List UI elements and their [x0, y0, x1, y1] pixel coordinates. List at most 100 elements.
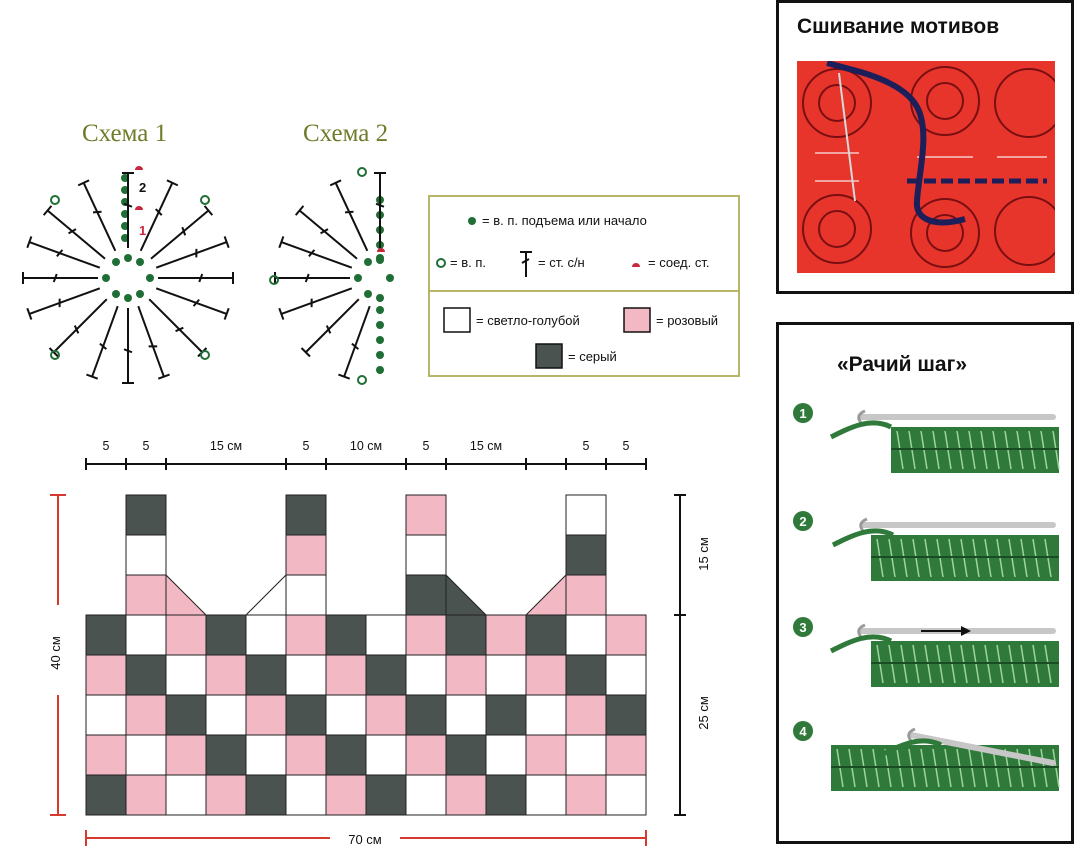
chain-dot-icon — [364, 290, 372, 298]
chart-cell — [405, 734, 447, 776]
strap-bevel — [524, 573, 567, 616]
chart-cell — [565, 614, 607, 656]
chart-cell — [325, 614, 367, 656]
chart-cell — [325, 654, 367, 696]
slip-stitch-icon — [632, 263, 640, 267]
step-badge — [793, 721, 813, 741]
chart-cell — [365, 614, 407, 656]
strap-cell — [125, 574, 167, 616]
chart-cell — [325, 774, 367, 816]
chain-dot-icon — [124, 294, 132, 302]
dimension-label-top: 15 см — [470, 440, 502, 453]
double-crochet-symbol — [122, 308, 134, 384]
step-badge — [793, 403, 813, 423]
yarn-strand — [879, 738, 943, 758]
chart-cell — [485, 734, 527, 776]
step-number: 4 — [799, 724, 807, 739]
chart-cell — [205, 694, 247, 736]
chart-cell — [205, 614, 247, 656]
chain-dot-icon — [376, 306, 384, 314]
chart-cell — [605, 774, 647, 816]
legend-box: = в. п. подъема или начало = в. п. = ст.… — [428, 195, 740, 377]
swatch-gray — [535, 343, 563, 369]
chart-cell — [165, 614, 207, 656]
chain-dot-icon — [136, 258, 144, 266]
chart-cell — [525, 774, 567, 816]
slip-stitch-icon — [135, 206, 143, 210]
double-crochet-symbol — [274, 272, 350, 284]
hook-tip — [859, 517, 868, 532]
chart-cell — [485, 774, 527, 816]
double-crochet-symbol — [329, 179, 369, 252]
dimension-label-top: 5 — [103, 440, 110, 453]
chart-cell — [525, 734, 567, 776]
legend-slip-label: = соед. ст. — [648, 255, 710, 270]
strap-cell — [405, 574, 447, 616]
strap-cell — [405, 494, 447, 536]
chart-cell — [445, 734, 487, 776]
chain-ring-icon — [200, 350, 210, 360]
chain-ring-icon — [436, 258, 446, 268]
step-badge — [793, 511, 813, 531]
double-crochet-symbol — [26, 287, 101, 320]
chart-cell — [565, 774, 607, 816]
chain-dot-icon — [376, 366, 384, 374]
chart-cell — [325, 734, 367, 776]
strap-cell — [565, 574, 607, 616]
chart-cell — [165, 654, 207, 696]
chart-cell — [125, 654, 167, 696]
crab-step-2: 2 — [793, 511, 1059, 581]
double-crochet-symbol — [48, 298, 108, 358]
step-number: 2 — [799, 514, 806, 529]
dimension-label-top: 5 — [143, 440, 150, 453]
dimension-label-right-top: 15 см — [696, 537, 711, 571]
chain-dot-icon — [112, 290, 120, 298]
chart-cell — [205, 734, 247, 776]
chart-cell — [285, 734, 327, 776]
chart-cell — [485, 694, 527, 736]
strap-cell — [285, 574, 327, 616]
chart-cell — [165, 774, 207, 816]
strap-bevel — [445, 573, 488, 616]
joining-panel: Сшивание мотивов — [776, 0, 1074, 294]
crab-step-4: 4 — [793, 721, 1060, 791]
dimension-label-top: 10 см — [350, 440, 382, 453]
start-dot-icon — [468, 217, 476, 225]
legend-dc-label: = ст. с/н — [538, 255, 585, 270]
side-dimension-lines — [50, 494, 686, 846]
scheme-2-diagram — [269, 167, 394, 385]
chain-ring-icon — [50, 195, 60, 205]
yarn-strand — [831, 528, 895, 548]
double-crochet-icon — [520, 251, 532, 277]
chart-cell — [405, 654, 447, 696]
chart-cell — [405, 694, 447, 736]
hook-tip — [907, 727, 916, 742]
chart-cell — [525, 654, 567, 696]
scheme-1-row-label-2: 2 — [139, 180, 146, 195]
chart-cell — [85, 734, 127, 776]
chart-cell — [85, 774, 127, 816]
double-crochet-symbol — [278, 236, 353, 269]
double-crochet-symbol — [137, 305, 170, 380]
chart-cell — [125, 734, 167, 776]
chain-dot-icon — [354, 274, 362, 282]
chain-dot-icon — [376, 256, 384, 264]
chart-cell — [365, 774, 407, 816]
chart-cell — [605, 614, 647, 656]
chart-cell — [245, 774, 287, 816]
chart-cell — [205, 654, 247, 696]
chart-cell — [365, 694, 407, 736]
strap-bevel — [165, 573, 208, 616]
double-crochet-symbol — [158, 272, 234, 284]
chart-cell — [605, 734, 647, 776]
slip-stitch-icon — [135, 166, 143, 170]
dimension-label-top: 5 — [423, 440, 430, 453]
chart-cell — [325, 694, 367, 736]
crochet-hook-icon — [908, 732, 1056, 766]
chart-cell — [245, 654, 287, 696]
scheme-2-title: Схема 2 — [303, 120, 389, 147]
legend-pink-label: = розовый — [656, 313, 719, 328]
chart-cell — [445, 694, 487, 736]
